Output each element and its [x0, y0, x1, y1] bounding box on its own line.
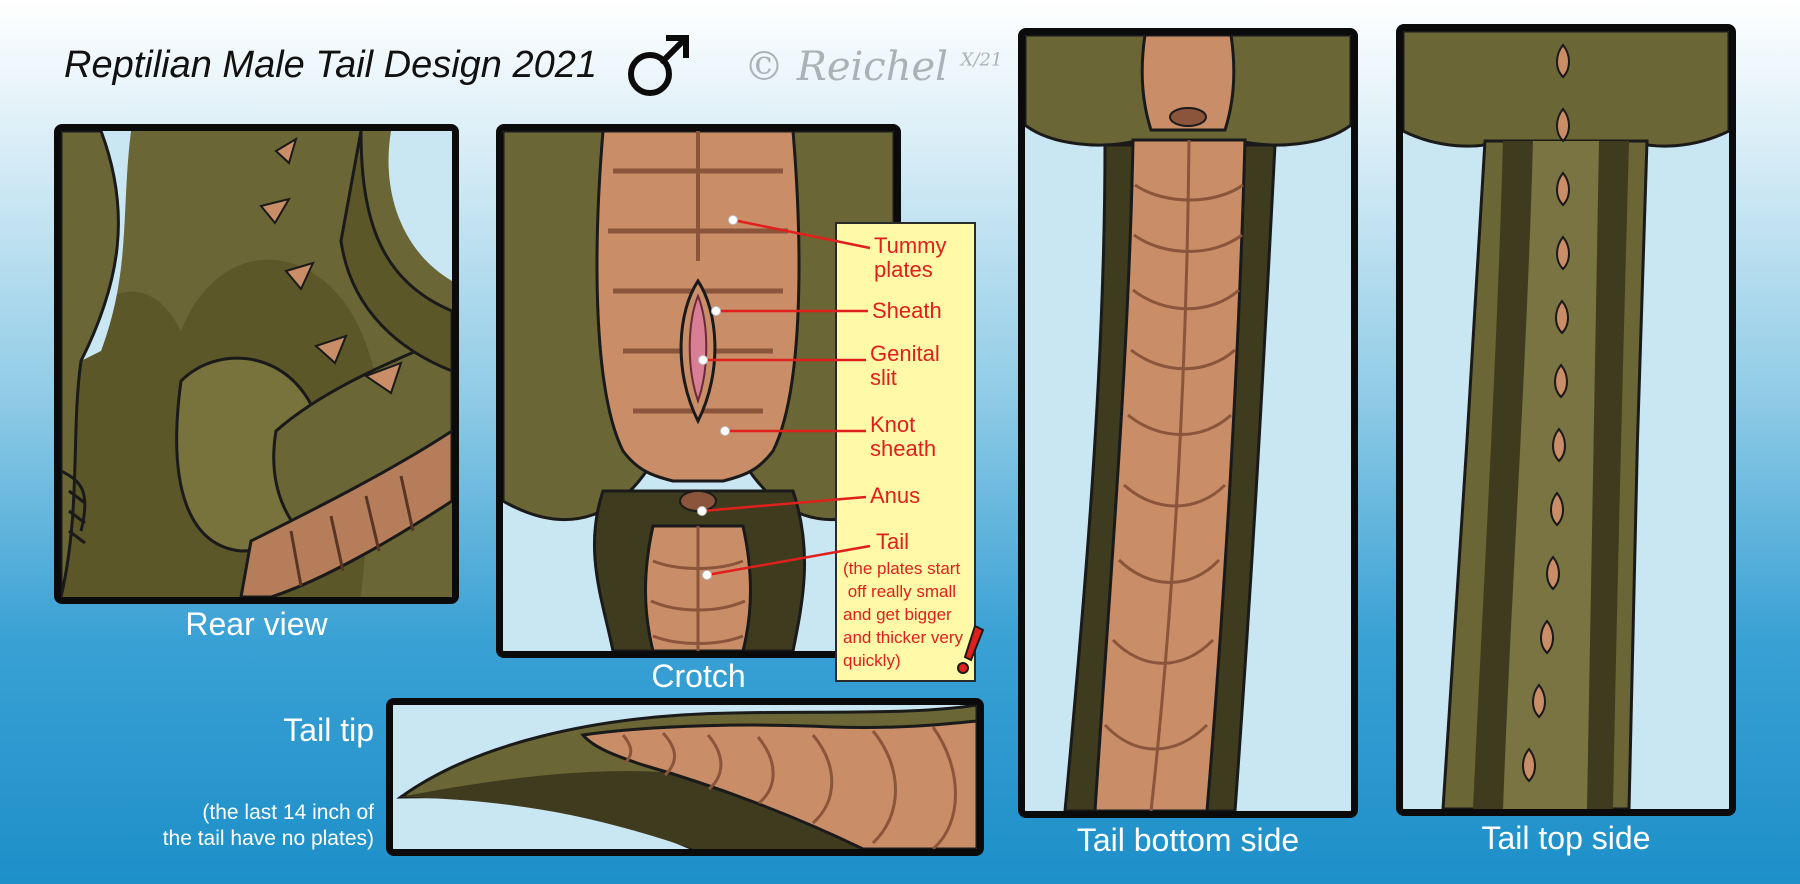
- tail-bottom-illustration: [1025, 35, 1351, 811]
- tail-tip-panel: [386, 698, 984, 856]
- label-tail-note-line1: (the plates start: [843, 559, 961, 578]
- tail-bottom-caption: Tail bottom side: [1076, 822, 1300, 858]
- anatomy-label-box: [835, 222, 976, 682]
- label-tummy-line2: plates: [874, 257, 933, 282]
- crotch-caption: Crotch: [651, 658, 746, 694]
- rear-view-illustration: [61, 131, 452, 597]
- label-tail-note-line2: off really small: [843, 582, 957, 601]
- label-tummy-line1: Tummy: [874, 233, 947, 258]
- label-sheath: Sheath: [872, 298, 942, 323]
- label-tail-note-line4: and thicker very: [843, 628, 963, 647]
- tail-tip-illustration: [393, 705, 977, 849]
- label-knot-line1: Knot: [870, 412, 916, 437]
- exclamation-icon: [957, 624, 985, 674]
- tail-top-panel: [1396, 24, 1736, 816]
- crotch-illustration: [503, 131, 894, 651]
- rear-view-panel: [54, 124, 459, 604]
- tail-bottom-panel: [1018, 28, 1358, 818]
- label-tail-note: (the plates start off really small and g…: [843, 557, 963, 672]
- label-tummy-plates: Tummy plates: [874, 234, 947, 282]
- signature-date: X/21: [960, 49, 1003, 71]
- label-knot-sheath: Knot sheath: [870, 413, 936, 461]
- label-tail-note-line3: and get bigger: [843, 605, 952, 624]
- label-knot-line2: sheath: [870, 436, 937, 461]
- signature-text: © Reichel: [744, 44, 948, 90]
- tail-tip-note-line1: (the last 14 inch of: [202, 801, 374, 824]
- artist-signature: © Reichel X/21: [744, 44, 1002, 90]
- tail-tip-note-line2: the tail have no plates): [162, 827, 374, 850]
- label-tail-note-line5: quickly): [843, 651, 901, 670]
- label-tail: Tail: [876, 529, 910, 554]
- rear-view-caption: Rear view: [185, 606, 328, 642]
- label-genital-line1: Genital: [870, 341, 940, 366]
- label-anus: Anus: [870, 483, 921, 508]
- sheet-title: Reptilian Male Tail Design 2021: [64, 44, 598, 86]
- tail-tip-note: (the last 14 inch of the tail have no pl…: [120, 800, 374, 852]
- label-genital-line2: slit: [870, 365, 897, 390]
- crotch-panel: [496, 124, 901, 658]
- tail-top-illustration: [1403, 31, 1729, 809]
- tail-top-caption: Tail top side: [1481, 820, 1651, 856]
- tail-tip-caption: Tail tip: [283, 712, 374, 748]
- male-symbol-icon: [628, 35, 689, 96]
- label-genital-slit: Genital slit: [870, 342, 940, 390]
